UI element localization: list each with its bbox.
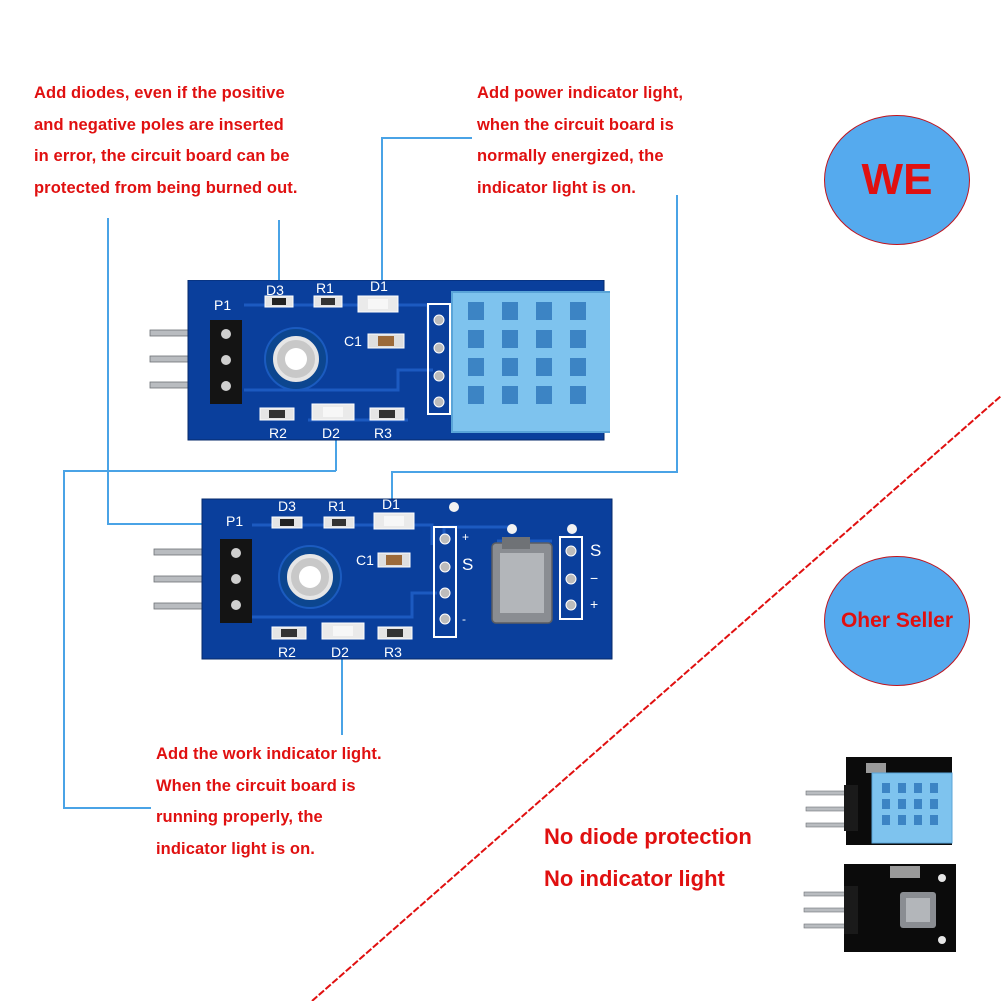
label-r3: R3 [374, 425, 392, 441]
work-note: Add the work indicator light.When the ci… [156, 745, 382, 858]
power-leader-d1 [391, 471, 393, 519]
label-d3-b: D3 [278, 498, 296, 514]
we-badge: WE [824, 115, 970, 245]
label-r1: R1 [316, 280, 334, 296]
label-d3: D3 [266, 282, 284, 298]
label-d1-b: D1 [382, 496, 400, 512]
label-plus-right: + [590, 596, 599, 612]
label-d1: D1 [370, 278, 388, 294]
label-r3-b: R3 [384, 644, 402, 660]
other-ir-board [803, 864, 956, 952]
other-seller-badge: Oher Seller [824, 556, 970, 686]
label-d2-b: D2 [331, 644, 349, 660]
label-p1-b: P1 [226, 513, 244, 529]
work-leader-d2-bottom [341, 640, 343, 735]
power-note: Add power indicator light,when the circu… [477, 84, 684, 197]
work-leader-d2-top [335, 430, 337, 471]
power-leader-right [676, 195, 678, 472]
work-leader-top [63, 470, 336, 472]
label-minus-right: − [590, 570, 599, 586]
ir-module-board [153, 498, 613, 660]
diode-leader-left [107, 218, 109, 524]
other-dht11-board [805, 757, 953, 845]
label-r2: R2 [269, 425, 287, 441]
diode-leader-d3-top [278, 220, 280, 298]
label-minus-left: - [462, 612, 466, 626]
label-s-left: S [462, 555, 474, 574]
label-r1-b: R1 [328, 498, 346, 514]
work-leader-bottom [63, 807, 151, 809]
power-leader-bottom [391, 471, 678, 473]
label-r2-b: R2 [278, 644, 296, 660]
power-leader-down [381, 137, 383, 295]
label-c1-b: C1 [356, 552, 374, 568]
label-d2: D2 [322, 425, 340, 441]
label-c1: C1 [344, 333, 362, 349]
label-p1: P1 [214, 297, 232, 313]
power-leader-top [381, 137, 472, 139]
diode-leader-d3-bottom [107, 523, 287, 525]
label-s-right: S [590, 541, 602, 560]
dht11-module-board [149, 280, 610, 441]
label-plus-left: + [462, 530, 470, 544]
work-leader-left [63, 470, 65, 808]
